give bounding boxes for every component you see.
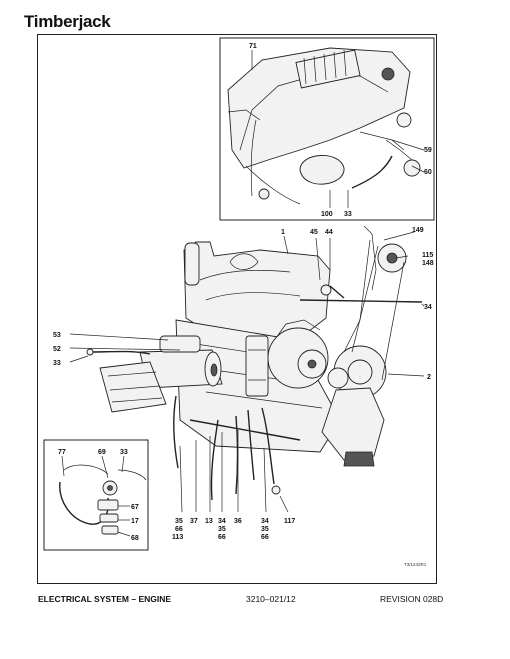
- callout-117: 117: [284, 518, 295, 525]
- stack-1-line-3: 113: [172, 534, 183, 541]
- callout-2: 2: [427, 374, 431, 381]
- callout-77: 77: [58, 449, 66, 456]
- stack-2-line-1: 37: [190, 518, 198, 525]
- stack-6-line-1: 34: [261, 518, 269, 525]
- stack-6-line-3: 66: [261, 534, 269, 541]
- callout-59: 59: [424, 147, 432, 154]
- main-leaders: [69, 231, 425, 513]
- brand-title: Timberjack: [24, 12, 111, 31]
- top-inset: [219, 37, 435, 221]
- callout-67: 67: [131, 504, 139, 511]
- stack-6-line-2: 35: [261, 526, 269, 533]
- callout-1: 1: [281, 229, 285, 236]
- callout-53: 53: [53, 332, 61, 339]
- footer-revision: REVISION 028D: [380, 594, 444, 604]
- callout-33-top: 33: [344, 211, 352, 218]
- callout-45: 45: [310, 229, 318, 236]
- stack-5-line-1: 36: [234, 518, 242, 525]
- callout-stack-4: 34 35 66: [218, 518, 226, 541]
- stack-3-line-1: 13: [205, 518, 213, 525]
- stack-1-line-2: 66: [175, 526, 183, 533]
- callout-stack-6: 34 35 66: [261, 518, 269, 541]
- callout-stack-1: 35 66 113: [172, 518, 183, 541]
- callout-148: 148: [422, 260, 434, 267]
- callout-52: 52: [53, 346, 61, 353]
- callout-100: 100: [321, 211, 333, 218]
- bottom-inset: [43, 439, 149, 551]
- callout-115: 115: [422, 252, 433, 259]
- stack-4-line-2: 35: [218, 526, 226, 533]
- callout-69: 69: [98, 449, 106, 456]
- callout-34: 34: [424, 304, 432, 311]
- callout-149: 149: [412, 227, 424, 234]
- stack-4-line-1: 34: [218, 518, 226, 525]
- figure-frame: [37, 34, 437, 584]
- callout-68: 68: [131, 535, 139, 542]
- figure-reference-code: T3/1242R1: [404, 562, 427, 567]
- callout-44: 44: [325, 229, 333, 236]
- stack-4-line-3: 66: [218, 534, 226, 541]
- footer-section-title: ELECTRICAL SYSTEM – ENGINE: [38, 594, 172, 604]
- callout-33-inset: 33: [120, 449, 128, 456]
- callout-17: 17: [131, 518, 139, 525]
- stack-1-line-1: 35: [175, 518, 183, 525]
- footer-page-code: 3210–021/12: [246, 594, 296, 604]
- callout-60: 60: [424, 169, 432, 176]
- callout-33-main: 33: [53, 360, 61, 367]
- main-engine: [86, 225, 423, 501]
- callout-71: 71: [249, 43, 257, 50]
